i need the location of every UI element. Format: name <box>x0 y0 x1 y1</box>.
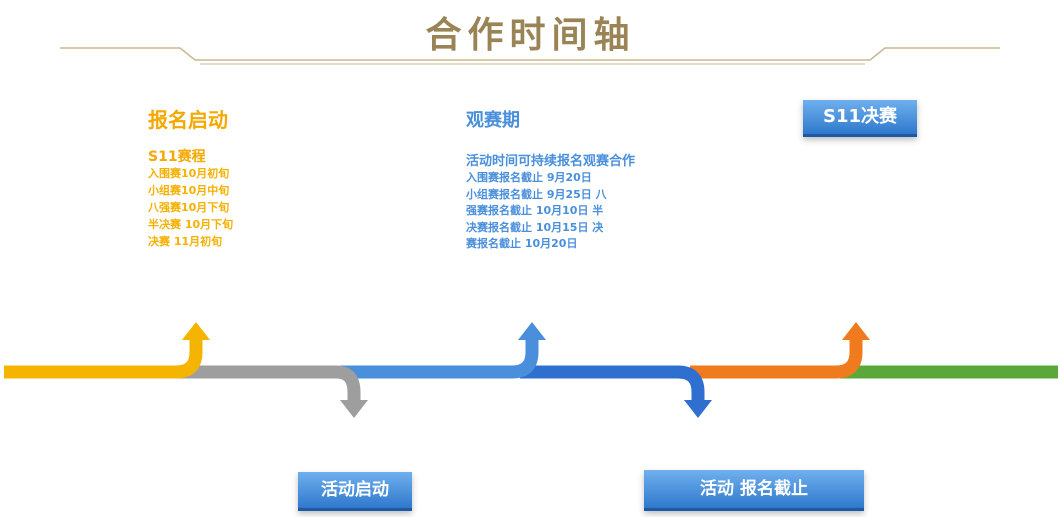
viewing-period-title: 观赛期 <box>466 110 520 131</box>
arrow-down-blue <box>684 400 712 418</box>
registration-deadline-button[interactable]: 活动 报名截止 <box>644 470 864 511</box>
list-item: 赛报名截止 10月20日 <box>466 237 578 250</box>
page-title: 合作时间轴 <box>425 15 636 56</box>
segment-gray <box>170 365 361 402</box>
list-item: 强赛报名截止 10月10日 半 <box>466 204 604 217</box>
list-item: 决赛报名截止 10月15日 决 <box>466 220 604 234</box>
list-item: 小组赛报名截止 9月25日 八 <box>466 187 607 201</box>
arrow-down-gray <box>340 400 368 418</box>
list-item: 八强赛10月下旬 <box>148 201 230 214</box>
list-item: 入围赛10月初旬 <box>148 167 230 180</box>
segment-yellow <box>4 338 203 379</box>
arrow-up-orange <box>842 322 870 340</box>
registration-start-title: 报名启动 <box>148 108 228 132</box>
viewing-period-subtitle: 活动时间可持续报名观赛合作 <box>466 154 636 169</box>
list-item: 决赛 11月初旬 <box>148 235 223 248</box>
arrow-up-yellow <box>182 322 210 340</box>
segment-light-blue <box>340 338 539 379</box>
segment-orange <box>690 338 863 379</box>
list-item: 入围赛报名截止 9月20日 <box>466 171 592 184</box>
registration-start-subtitle: S11赛程 <box>148 149 206 165</box>
arrow-up-light-blue <box>518 322 546 340</box>
s11-final-button[interactable]: S11决赛 <box>803 100 917 137</box>
activity-start-button[interactable]: 活动启动 <box>298 472 412 511</box>
segment-blue <box>520 365 705 402</box>
title-frame <box>60 47 1000 65</box>
schedule-list: 入围赛10月初旬 小组赛10月中旬 八强赛10月下旬 半决赛 10月下旬 决赛 … <box>148 165 233 250</box>
deadline-list: 入围赛报名截止 9月20日 小组赛报名截止 9月25日 八 强赛报名截止 10月… <box>466 170 607 253</box>
list-item: 半决赛 10月下旬 <box>148 218 234 231</box>
list-item: 小组赛10月中旬 <box>148 184 230 197</box>
